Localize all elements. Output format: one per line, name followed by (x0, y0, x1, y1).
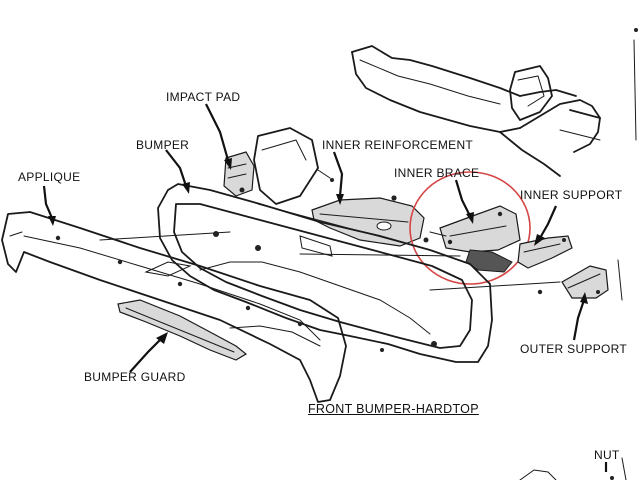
page-edge-marks (633, 28, 638, 141)
bumper-part (157, 183, 493, 363)
diagram-caption: FRONT BUMPER-HARDTOP (308, 402, 479, 416)
nut-part (519, 457, 627, 480)
leader-lines (42, 103, 608, 472)
inner-brace-part (423, 205, 521, 273)
label-bumper-guard: BUMPER GUARD (84, 370, 186, 384)
inner-reinforcement-part (311, 197, 425, 247)
label-impact-pad: IMPACT PAD (166, 90, 241, 104)
inner-support-part (517, 235, 573, 269)
label-applique: APPLIQUE (18, 170, 81, 184)
label-inner-brace: INNER BRACE (394, 166, 480, 180)
label-inner-support: INNER SUPPORT (520, 188, 623, 202)
applique-part (1, 211, 347, 403)
impact-pad-part (223, 127, 334, 205)
outer-support-part (561, 259, 623, 301)
highlight-circle (409, 171, 531, 285)
label-nut: NUT (594, 448, 620, 462)
bumper-guard-part (117, 299, 321, 361)
label-bumper: BUMPER (136, 138, 190, 152)
label-outer-support: OUTER SUPPORT (520, 342, 628, 356)
frame-rails (351, 45, 601, 177)
label-inner-reinforcement: INNER REINFORCEMENT (322, 138, 474, 152)
